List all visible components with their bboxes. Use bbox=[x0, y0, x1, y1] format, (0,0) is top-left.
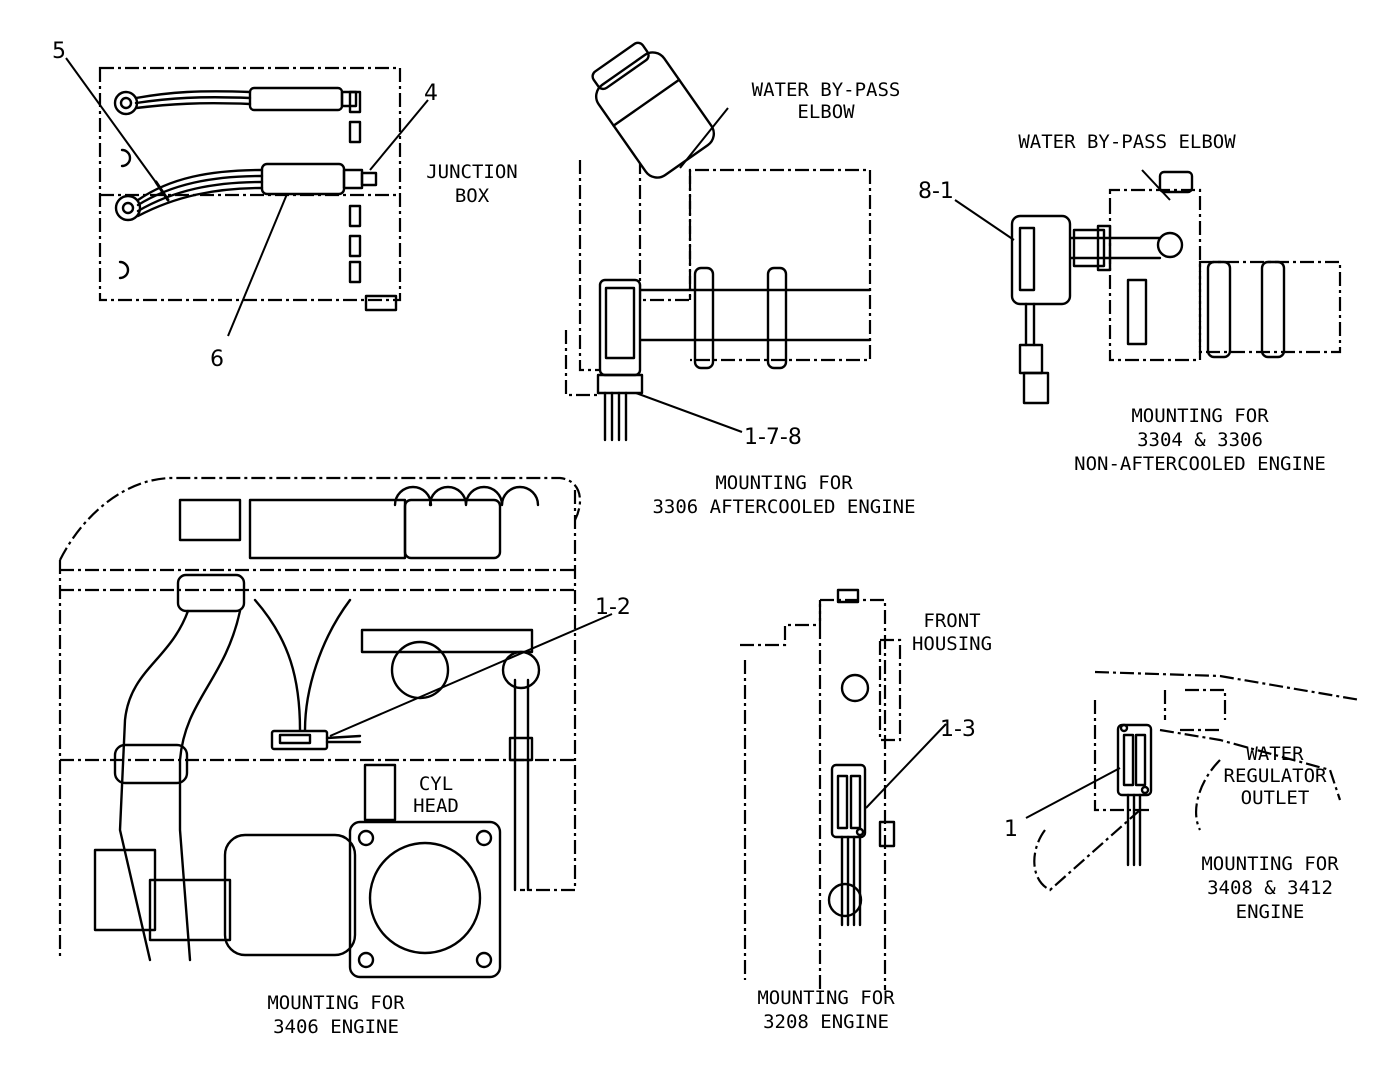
regulator-outlet-label-1: WATER bbox=[1246, 743, 1304, 765]
regulator-outlet-label-2: REGULATOR bbox=[1224, 765, 1328, 787]
engine-3408-3412-view: WATER REGULATOR OUTLET 1 MOUNTING FOR 34… bbox=[1004, 670, 1361, 923]
caption-3304-3306-3: NON-AFTERCOOLED ENGINE bbox=[1074, 453, 1326, 475]
caption-3208-1: MOUNTING FOR bbox=[757, 987, 895, 1009]
cyl-head-label-2: HEAD bbox=[413, 795, 459, 817]
callout-6: 6 bbox=[210, 347, 224, 372]
bypass-elbow-label-1: WATER BY-PASS bbox=[752, 79, 901, 101]
engine-3406-view: 1-2 CYL HEAD MOUNTING FOR 3406 ENGINE bbox=[58, 476, 631, 1038]
caption-3406-1: MOUNTING FOR bbox=[267, 992, 405, 1014]
caption-3208-2: 3208 ENGINE bbox=[763, 1011, 889, 1033]
caption-3406-2: 3406 ENGINE bbox=[273, 1016, 399, 1038]
caption-3306-aftercooled-1: MOUNTING FOR bbox=[715, 472, 853, 494]
aftercooled-3306-view: WATER BY-PASS ELBOW 1-7-8 MOUNTING FOR 3… bbox=[564, 41, 916, 518]
caption-3408-3412-3: ENGINE bbox=[1236, 901, 1305, 923]
caption-3304-3306-2: 3304 & 3306 bbox=[1137, 429, 1263, 451]
callout-1: 1 bbox=[1004, 817, 1018, 842]
callout-5: 5 bbox=[52, 39, 66, 64]
callout-1-7-8: 1-7-8 bbox=[744, 425, 802, 450]
front-housing-label-1: FRONT bbox=[923, 610, 980, 632]
regulator-outlet-label-3: OUTLET bbox=[1241, 787, 1310, 809]
caption-3304-3306-1: MOUNTING FOR bbox=[1131, 405, 1269, 427]
callout-1-2: 1-2 bbox=[595, 595, 631, 620]
callout-1-3: 1-3 bbox=[940, 717, 976, 742]
junction-box-label-1: JUNCTION bbox=[426, 161, 518, 183]
bypass-elbow-label: WATER BY-PASS ELBOW bbox=[1018, 131, 1236, 153]
junction-box-view: 5 4 6 JUNCTION BOX bbox=[52, 39, 518, 372]
junction-box-label-2: BOX bbox=[455, 185, 490, 207]
engine-3208-view: FRONT HOUSING 1-3 MOUNTING FOR 3208 ENGI… bbox=[740, 588, 992, 1033]
caption-3408-3412-2: 3408 & 3412 bbox=[1207, 877, 1333, 899]
cyl-head-label-1: CYL bbox=[419, 773, 453, 795]
callout-8-1: 8-1 bbox=[918, 179, 954, 204]
bypass-elbow-label-2: ELBOW bbox=[797, 101, 855, 123]
caption-3306-aftercooled-2: 3306 AFTERCOOLED ENGINE bbox=[652, 496, 915, 518]
front-housing-label-2: HOUSING bbox=[912, 633, 992, 655]
caption-3408-3412-1: MOUNTING FOR bbox=[1201, 853, 1339, 875]
non-aftercooled-view: WATER BY-PASS ELBOW 8-1 MOUNTING FOR 330… bbox=[918, 131, 1342, 475]
callout-4: 4 bbox=[424, 81, 438, 106]
